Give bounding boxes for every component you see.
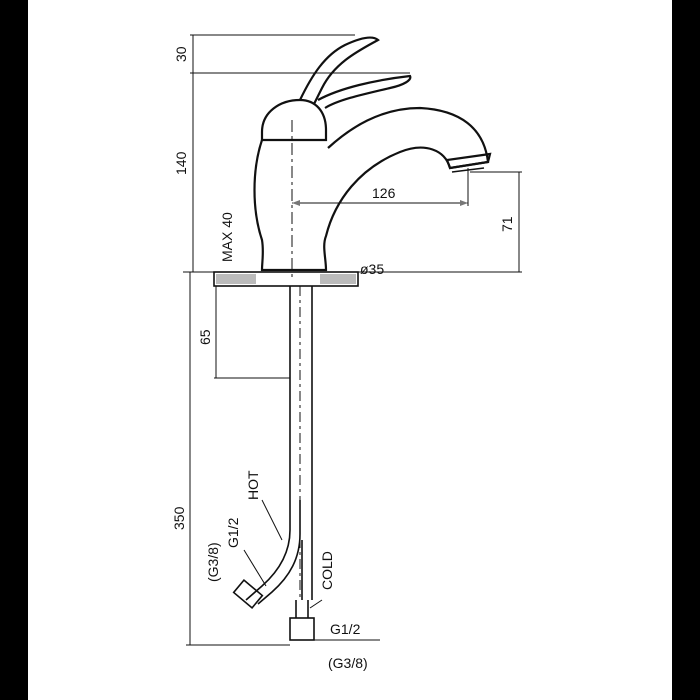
spout-clearance-label: 71 [499,216,515,232]
deck-max-label: MAX 40 [219,212,235,262]
cold-fitting [289,617,315,641]
drawing-sheet [28,0,672,700]
faucet-body [253,106,490,272]
spout-reach-label: 126 [372,185,396,201]
cold-thread-alt-label: (G3/8) [328,655,368,671]
cold-label: COLD [319,551,335,590]
hose-length-label: 350 [171,506,187,530]
base-diameter-label: ø35 [360,261,384,277]
hot-hose [245,500,291,601]
reach-arrow-right [460,200,468,206]
shank-length-label: 65 [197,329,213,345]
lever-handle [317,74,412,109]
hot-label: HOT [245,470,261,500]
hot-thread-label: G1/2 [225,517,241,548]
lever-height-label: 30 [173,46,189,62]
cold-thread-label: G1/2 [330,621,361,637]
body-height-label: 140 [173,151,189,175]
faucet-head [260,98,328,142]
base-hatch-left [216,274,256,284]
cold-leader [309,599,323,609]
spout-outlet [445,152,492,170]
base-hatch-right [320,274,356,284]
hot-fitting [232,579,264,609]
hot-hose-inner [257,500,301,605]
lever-shape [299,36,380,105]
hot-leader [261,499,283,541]
reach-arrow-left [292,200,300,206]
hot-thread-leader [243,549,267,587]
hot-thread-alt-label: (G3/8) [205,542,221,582]
